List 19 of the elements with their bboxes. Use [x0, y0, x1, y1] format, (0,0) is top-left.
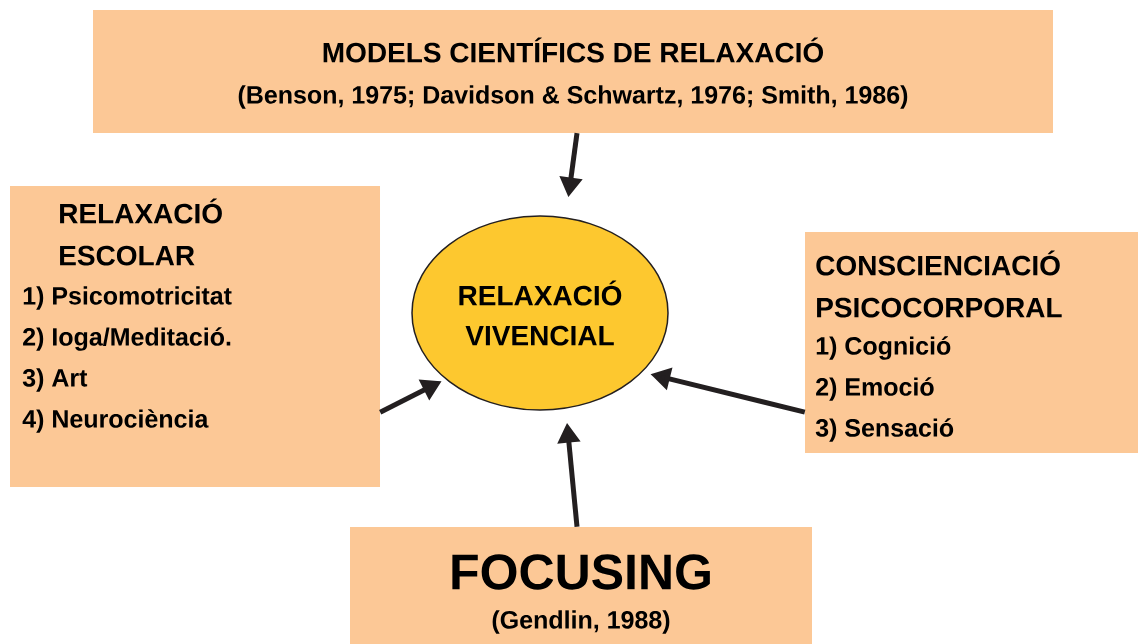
heading: RELAXACIÓ ESCOLAR	[60, 198, 222, 266]
ellipse-shape	[411, 215, 669, 411]
text-box	[350, 527, 812, 644]
list-item: 4) Neurociència	[22, 409, 209, 433]
list-item: 2) Ioga/Meditació.	[23, 327, 231, 351]
text-box	[805, 232, 1138, 453]
text-box	[10, 186, 380, 487]
list-item: 3) Sensació	[815, 418, 954, 442]
citation: (Benson, 1975; Davidson & Schwartz, 1976; Smith, 1986)	[238, 85, 908, 109]
list-item: 2) Emoció	[816, 377, 934, 401]
text-box	[93, 10, 1053, 133]
list-item: 1) Cognició	[816, 336, 951, 360]
heading: MODELS CIENTÍFICS DE RELAXACIÓ	[323, 37, 824, 63]
citation: (Gendlin, 1988)	[492, 610, 670, 634]
list-item: 3) Art	[22, 368, 88, 392]
heading: CONSCIENCIACIÓ PSICOCORPORAL	[816, 250, 1062, 318]
list-item: 1) Psicomotricitat	[23, 286, 232, 310]
label: RELAXACIÓ VIVENCIAL	[459, 280, 622, 346]
heading: FOCUSING	[452, 554, 710, 590]
